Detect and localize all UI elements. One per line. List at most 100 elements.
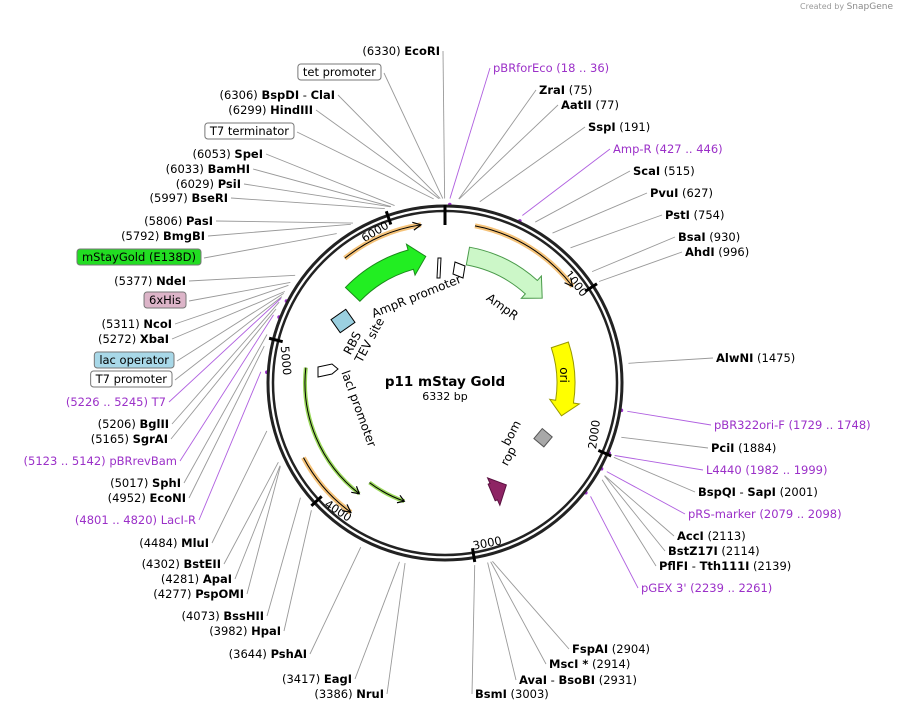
position-text: (77) (592, 98, 619, 112)
enzyme-name: AatII (561, 98, 592, 112)
site-label-pasi: (5806) PasI (144, 214, 213, 228)
position-text: (5806) (144, 214, 186, 228)
enzyme-name: AvaI (519, 673, 547, 687)
enzyme-name: ZraI (539, 83, 565, 97)
site-bsteii: (4302) BstEII (142, 557, 221, 571)
position-text: (6053) (193, 147, 235, 161)
site-label-aatii: AatII (77) (561, 98, 619, 112)
site-sphi: (5017) SphI (110, 476, 181, 490)
enzyme-name: BsmI (475, 687, 507, 701)
position-text: (4302) (142, 557, 184, 571)
position-text: (5017) (110, 476, 152, 490)
enzyme-name: PciI (711, 441, 734, 455)
leader-ahdi (598, 251, 683, 282)
site-label-alwni: AlwNI (1475) (716, 351, 795, 365)
leader-laci-r (198, 371, 262, 521)
feature-box-6xhis (143, 291, 187, 309)
position-text: (2139) (749, 559, 791, 573)
site-label-econi: (4952) EcoNI (108, 491, 186, 505)
site-6xhis: 6xHis (143, 291, 187, 309)
tick-6000 (384, 210, 393, 225)
site-label-pbrrevbam: (5123 .. 5142) pBRrevBam (24, 454, 177, 468)
leader-bamhi (252, 168, 392, 207)
leader-hindiii (315, 109, 440, 199)
position-text: (4277) (153, 587, 195, 601)
site-label-spei: (6053) SpeI (193, 147, 264, 161)
enzyme-name: Tth111I (700, 559, 750, 573)
leader-pasi (215, 220, 354, 224)
rop-label: rop (498, 444, 520, 468)
enzyme-name: SgrAI (133, 432, 168, 446)
primer-text: pGEX 3' (641, 581, 687, 595)
site-mlui: (4484) MluI (139, 536, 209, 550)
primer-text: pBRrevBam (109, 454, 177, 468)
position-text: (1884) (734, 441, 776, 455)
leader-nrui (386, 563, 406, 695)
feature-box-lac-operator (93, 351, 175, 369)
primer-text: (1729 .. 1748) (785, 418, 871, 432)
site-label-bseri: (5997) BseRI (150, 191, 228, 205)
leader-l4440 (614, 455, 704, 471)
position-text: (930) (706, 230, 741, 244)
leader-lac-operator (176, 293, 284, 362)
site-label-bsmi: BsmI (3003) (475, 687, 549, 701)
site-tet-promoter: tet promoter (297, 63, 382, 81)
enzyme-name: ApaI (203, 572, 232, 586)
site-pbr322ori-f: pBR322ori-F (1729 .. 1748) (714, 418, 871, 432)
primer-text: (2239 .. 2261) (687, 581, 773, 595)
site-lac-operator: lac operator (93, 351, 175, 369)
leader-hpai (283, 510, 312, 632)
enzyme-name: BspDI (261, 88, 299, 102)
site-mstaygold-e138d: mStayGold (E138D) (76, 248, 202, 266)
leader-bspqi (613, 456, 696, 493)
site-label-eagi: (3417) EagI (282, 672, 352, 686)
site-bsai: BsaI (930) (678, 230, 740, 244)
leader-mlui (211, 430, 268, 544)
enzyme-name: BspQI (698, 485, 736, 499)
position-text: - (547, 673, 558, 687)
leader-apai (234, 465, 281, 580)
site-ncoi: (5311) NcoI (101, 317, 172, 331)
enzyme-name: AhdI (685, 245, 715, 259)
position-text: (754) (690, 208, 725, 222)
rbs-tev-block (330, 308, 356, 334)
leader-fspai (492, 561, 570, 650)
leader-sgrai (170, 308, 277, 440)
enzyme-name: EcoRI (404, 44, 440, 58)
ampr-arrow (465, 246, 543, 299)
leader-6xhis (188, 281, 291, 302)
leader-pspomi (246, 466, 281, 595)
leader-econi (188, 345, 265, 499)
site-bspqi: BspQI - SapI (2001) (698, 485, 818, 499)
enzyme-name: BstZ17I (668, 544, 718, 558)
site-label-sphi: (5017) SphI (110, 476, 181, 490)
leader-t7 (168, 297, 282, 403)
site-label-psti: PstI (754) (665, 208, 724, 222)
site-label-bsshii: (4073) BssHII (181, 609, 264, 623)
leader-aatii (458, 104, 559, 200)
position-text: (191) (616, 120, 651, 134)
site-hindiii: (6299) HindIII (228, 103, 313, 117)
position-text: (2931) (595, 673, 637, 687)
leader-pbr322ori-f (627, 410, 712, 426)
enzyme-name: SapI (747, 485, 776, 499)
feature-box-label: T7 promoter (95, 372, 168, 386)
tick-2000 (597, 448, 612, 458)
enzyme-name: MluI (181, 536, 209, 550)
site-label-sgrai: (5165) SgrAI (91, 432, 168, 446)
position-text: - (736, 485, 747, 499)
leader-mstaygold-e138d (203, 233, 337, 259)
site-label-bsai: BsaI (930) (678, 230, 740, 244)
site-eagi: (3417) EagI (282, 672, 352, 686)
laci-green-arc-1-head (351, 486, 361, 495)
site-label-zrai: ZraI (75) (539, 83, 592, 97)
leader-scai (535, 170, 631, 223)
enzyme-name: EcoNI (150, 491, 186, 505)
enzyme-name: BamHI (208, 162, 250, 176)
enzyme-name: ClaI (311, 88, 335, 102)
position-text: (4952) (108, 491, 150, 505)
leader-bsshii (266, 497, 301, 617)
ampr-orange-arc-head (564, 277, 574, 288)
